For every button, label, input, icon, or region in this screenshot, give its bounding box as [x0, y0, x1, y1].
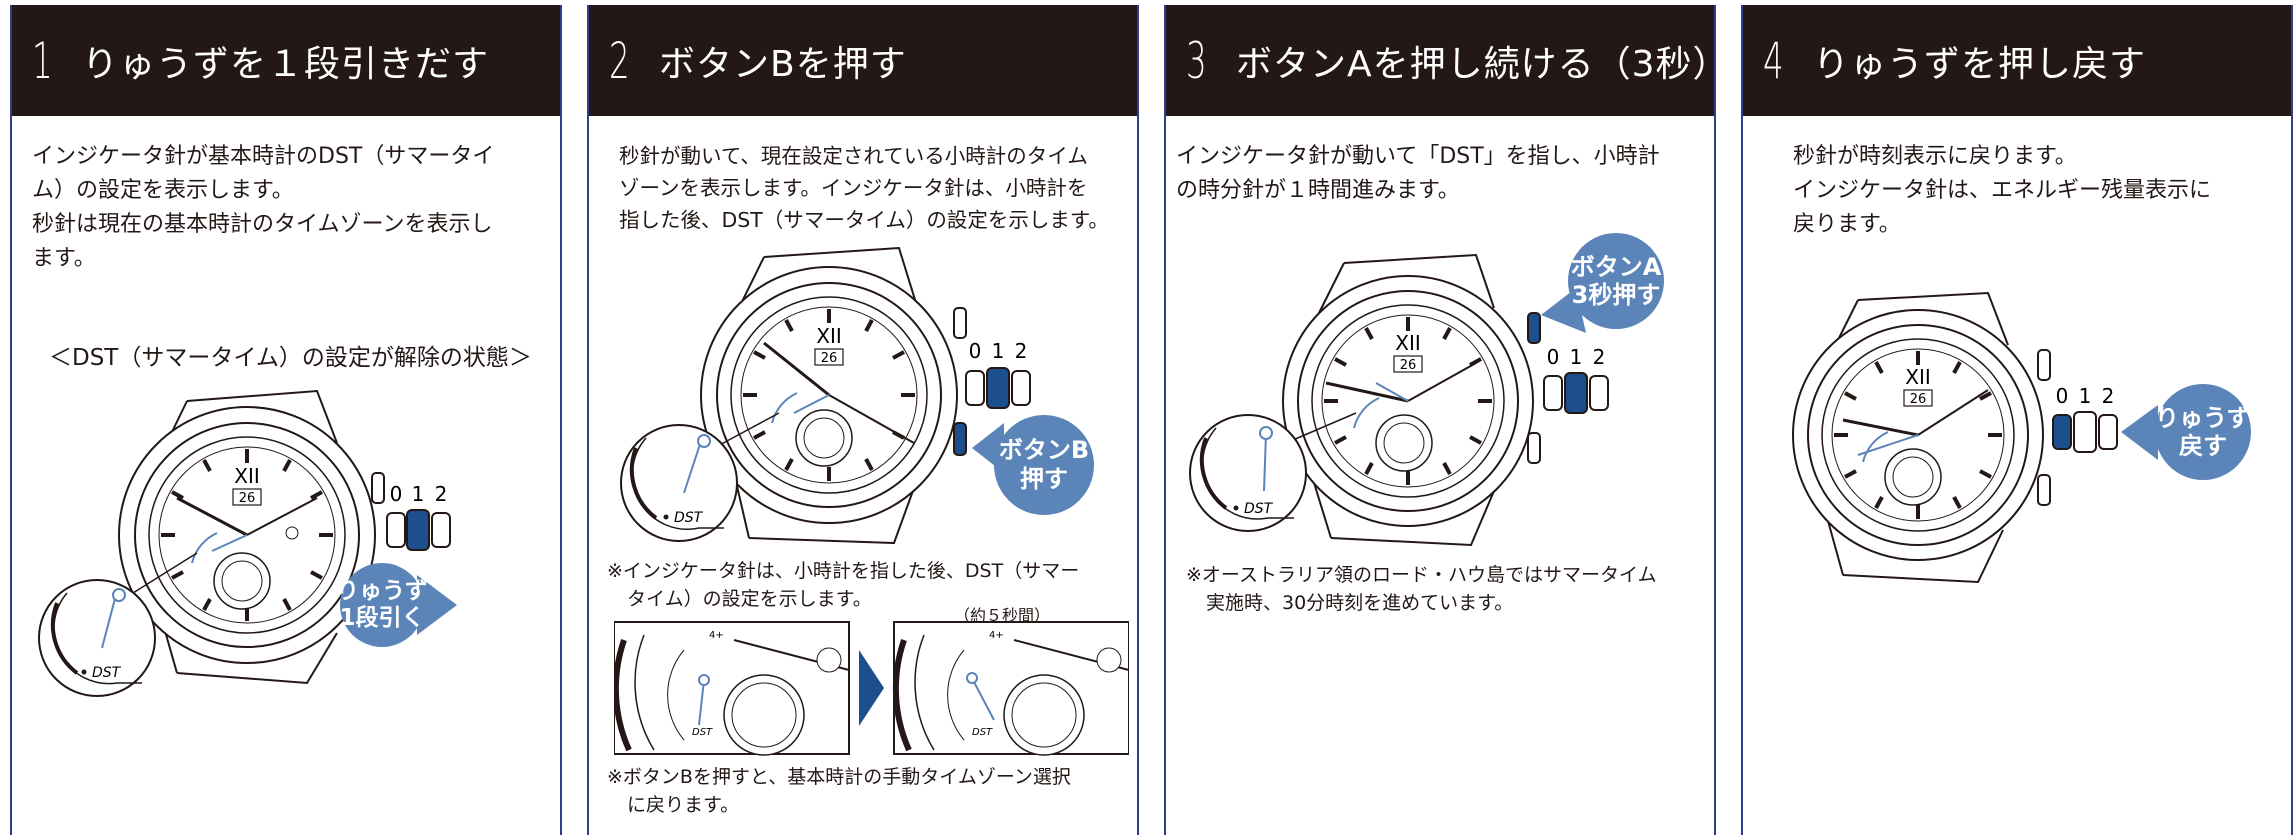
step-header: 1 りゅうずを１段引きだす: [12, 5, 560, 116]
step-title: ボタンAを押し続ける（3秒）: [1236, 43, 1716, 85]
crown-label-1: 1: [412, 482, 425, 506]
detail-dst-label: DST: [692, 727, 713, 738]
watch-illustration: XII 26 0 1 2 ボタンB 押す DST: [620, 246, 1094, 545]
step-panel-1: 1 りゅうずを１段引きだす インジケータ針が基本時計のDST（サマータイ ム）の…: [10, 5, 562, 835]
dial-roman-numeral: XII: [1395, 331, 1421, 355]
crown-label-2: 2: [1593, 345, 1606, 369]
step-description: 秒針が時刻表示に戻ります。 インジケータ針は、エネルギー残量表示に 戻ります。: [1793, 144, 2212, 237]
step-number: 1: [32, 31, 53, 90]
watch-illustration: XII 26 0 1 2 りゅうず 戻す: [1792, 291, 2251, 584]
crown-label-1: 1: [992, 339, 1005, 363]
step-header: 2 ボタンBを押す: [589, 5, 1137, 116]
detail-dst-label: DST: [972, 727, 993, 738]
crown-label-0: 0: [969, 339, 982, 363]
action-label-line1: ボタンA: [1571, 253, 1662, 281]
action-label-line1: りゅうず: [2155, 404, 2251, 432]
detail-scale-label: 4+: [709, 630, 724, 641]
crown-label-2: 2: [1015, 339, 1028, 363]
crown-label-0: 0: [2056, 384, 2069, 408]
dial-date: 26: [239, 491, 256, 506]
dial-roman-numeral: XII: [1905, 365, 1931, 389]
dial-date: 26: [1400, 358, 1417, 373]
step-description: 秒針が動いて、現在設定されている小時計のタイム ゾーンを表示します。インジケータ…: [619, 144, 1109, 232]
detail-before: 4+ DST: [614, 621, 850, 756]
step-number: 3: [1186, 31, 1207, 90]
watch-illustration: XII 26 0 1 2 ボタンA 3秒押す DST: [1189, 233, 1664, 547]
step-description: インジケータ針が動いて「DST」を指し、小時計 の時分針が１時間進みます。: [1176, 144, 1660, 203]
step-panel-4: 4 りゅうずを押し戻す 秒針が時刻表示に戻ります。 インジケータ針は、エネルギー…: [1741, 5, 2293, 835]
detail-after: 4+ DST: [892, 621, 1129, 756]
step-panel-2: 2 ボタンBを押す 秒針が動いて、現在設定されている小時計のタイム ゾーンを表示…: [587, 5, 1139, 835]
dial-roman-numeral: XII: [234, 464, 260, 488]
note-indicator: ※インジケータ針は、小時計を指した後、DST（サマー タイム）の設定を示します。: [607, 560, 1080, 610]
crown-positions: [2052, 411, 2118, 453]
step-panel-3: 3 ボタンAを押し続ける（3秒） インジケータ針が動いて「DST」を指し、小時計…: [1164, 5, 1716, 835]
action-label-line2: 押す: [1020, 465, 1068, 493]
step-title: りゅうずを押し戻す: [1813, 43, 2147, 85]
note-button-b: ※ボタンBを押すと、基本時計の手動タイムゾーン選択 に戻ります。: [607, 766, 1071, 816]
zoom-dst-label: DST: [1244, 501, 1274, 517]
step-header: 4 りゅうずを押し戻す: [1743, 5, 2291, 116]
action-label-line2: 1段引く: [339, 604, 424, 631]
action-label-line2: 3秒押す: [1572, 281, 1661, 309]
action-label-line2: 戻す: [2179, 432, 2227, 460]
crown-positions: [1543, 372, 1609, 414]
dial-roman-numeral: XII: [816, 324, 842, 348]
state-label: ＜DST（サマータイム）の設定が解除の状態＞: [49, 345, 532, 371]
note-lord-howe: ※オーストラリア領のロード・ハウ島ではサマータイム 実施時、30分時刻を進めてい…: [1186, 564, 1657, 614]
crown-label-1: 1: [2079, 384, 2092, 408]
step-description: インジケータ針が基本時計のDST（サマータイ ム）の設定を表示します。 秒針は現…: [32, 144, 495, 271]
zoom-dst-label: DST: [674, 510, 704, 526]
crown-label-2: 2: [435, 482, 448, 506]
detail-scale-label: 4+: [989, 630, 1004, 641]
crown-label-0: 0: [1547, 345, 1560, 369]
dst-detail-sequence: 4+ DST 4+ DST: [614, 621, 1129, 756]
crown-label-2: 2: [2102, 384, 2115, 408]
crown-positions: [386, 509, 451, 551]
zoom-dst-label: DST: [92, 665, 122, 681]
step-header: 3 ボタンAを押し続ける（3秒）: [1166, 5, 1714, 116]
interval-label: （約５秒間）: [954, 606, 1051, 625]
step-title: りゅうずを１段引きだす: [82, 43, 490, 85]
crown-positions: [965, 367, 1031, 409]
watch-illustration: XII 26 0 1 2 りゅうず 1段引く: [38, 389, 457, 697]
step-title: ボタンBを押す: [659, 43, 907, 85]
crown-label-0: 0: [390, 482, 403, 506]
step-number: 2: [609, 31, 630, 90]
dial-date: 26: [821, 351, 838, 366]
step-number: 4: [1763, 31, 1784, 90]
dial-date: 26: [1910, 392, 1927, 407]
sequence-arrow: [859, 650, 884, 726]
action-label-line1: ボタンB: [999, 436, 1089, 464]
crown-label-1: 1: [1570, 345, 1583, 369]
action-label-line1: りゅうず: [336, 578, 428, 604]
